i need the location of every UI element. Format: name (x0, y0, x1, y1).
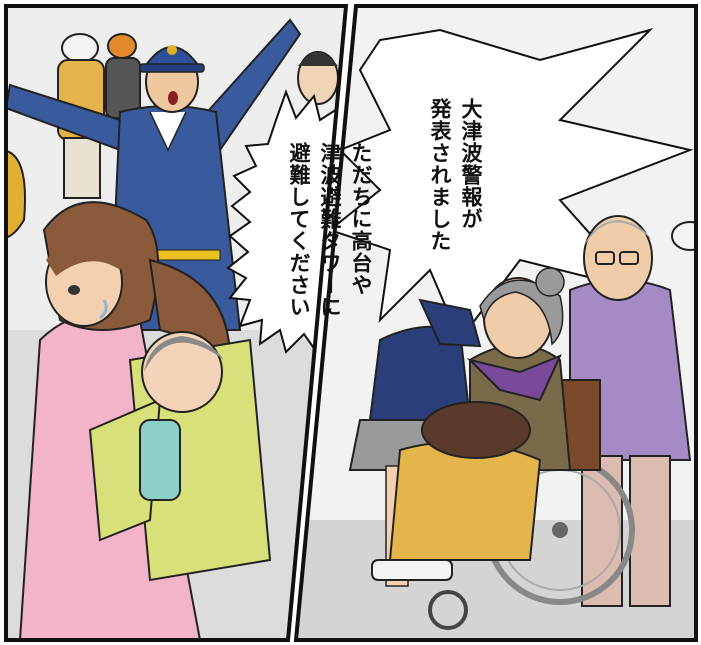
right-bubble-line-1: 大津波警報が (459, 98, 483, 230)
left-panel (6, 6, 346, 640)
left-bubble-line-2: 津波避難タワーに (318, 142, 342, 318)
left-panel-border (4, 4, 349, 642)
right-panel-border (293, 4, 698, 642)
right-bubble-line-2: 発表されました (428, 98, 452, 252)
right-panel (296, 6, 696, 640)
baby-carrier (88, 331, 272, 582)
wheelchair-figure (371, 267, 635, 630)
left-bubble-line-3: 避難してください (287, 142, 311, 318)
officer-figure (6, 18, 302, 331)
left-speech-bubble (226, 89, 346, 356)
left-bubble-line-1: ただちに高台や (349, 142, 373, 296)
